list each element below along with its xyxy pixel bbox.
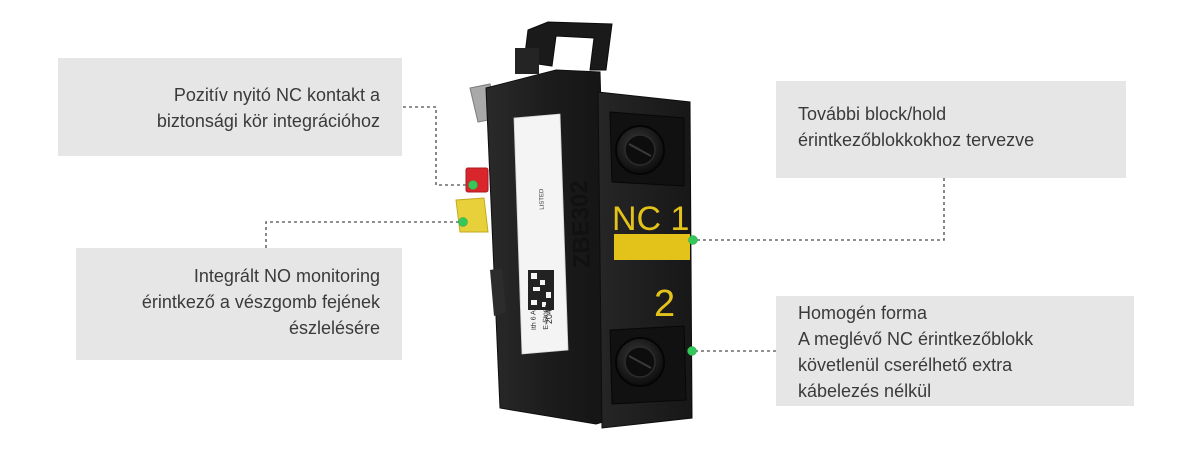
callout-line: biztonsági kör integrációhoz <box>156 111 380 131</box>
leader-line <box>693 178 945 241</box>
callout-line: További block/hold <box>798 104 947 124</box>
callout-block-hold-design: További block/hold érintkezőblokkokhoz t… <box>776 81 1126 178</box>
model-number: ZBE302 <box>566 180 596 269</box>
yellow-no-indicator <box>455 197 489 233</box>
callout-integrated-no-monitoring: Integrált NO monitoring érintkező a vész… <box>76 248 402 360</box>
label-small-listed: LISTED <box>539 188 546 210</box>
leader-dot <box>468 180 478 190</box>
callout-line: követlenül cserélhető extra <box>798 355 1013 375</box>
callout-line: A meglévő NC érintkezőblokk <box>798 329 1034 349</box>
leader-dot <box>458 217 468 227</box>
nc-marking-bar <box>614 234 690 260</box>
terminal-screw-top <box>615 125 665 175</box>
leader-dot <box>687 346 697 356</box>
callout-positive-opening-nc: Pozitív nyitó NC kontakt a biztonsági kö… <box>58 58 402 156</box>
product-label <box>513 113 569 355</box>
callout-line: érintkező a vészgomb fejének <box>141 292 380 312</box>
callout-line: kábelezés nélkül <box>798 381 932 401</box>
terminal-screw-bottom <box>615 337 665 387</box>
callout-line: Pozitív nyitó NC kontakt a <box>173 85 380 105</box>
terminal-label-nc1: NC 1 <box>612 200 689 238</box>
label-rating: Ith 6 A <box>530 310 538 330</box>
callout-line: Homogén forma <box>798 303 928 323</box>
qr-code <box>528 270 554 310</box>
callout-line: Integrált NO monitoring <box>193 266 380 286</box>
label-small-unit: E-Stop Unit <box>542 294 550 330</box>
callout-line: érintkezőblokkokhoz tervezve <box>798 130 1035 150</box>
terminal-label-2: 2 <box>654 283 675 325</box>
leader-line <box>265 221 463 248</box>
leader-dot <box>688 235 698 245</box>
callout-line: észlelésére <box>288 318 380 338</box>
date-code: 2046 <box>543 304 554 324</box>
red-nc-indicator <box>465 167 489 193</box>
callout-homogeneous-form: Homogén forma A meglévő NC érintkezőblok… <box>776 296 1134 406</box>
leader-line <box>403 106 473 186</box>
